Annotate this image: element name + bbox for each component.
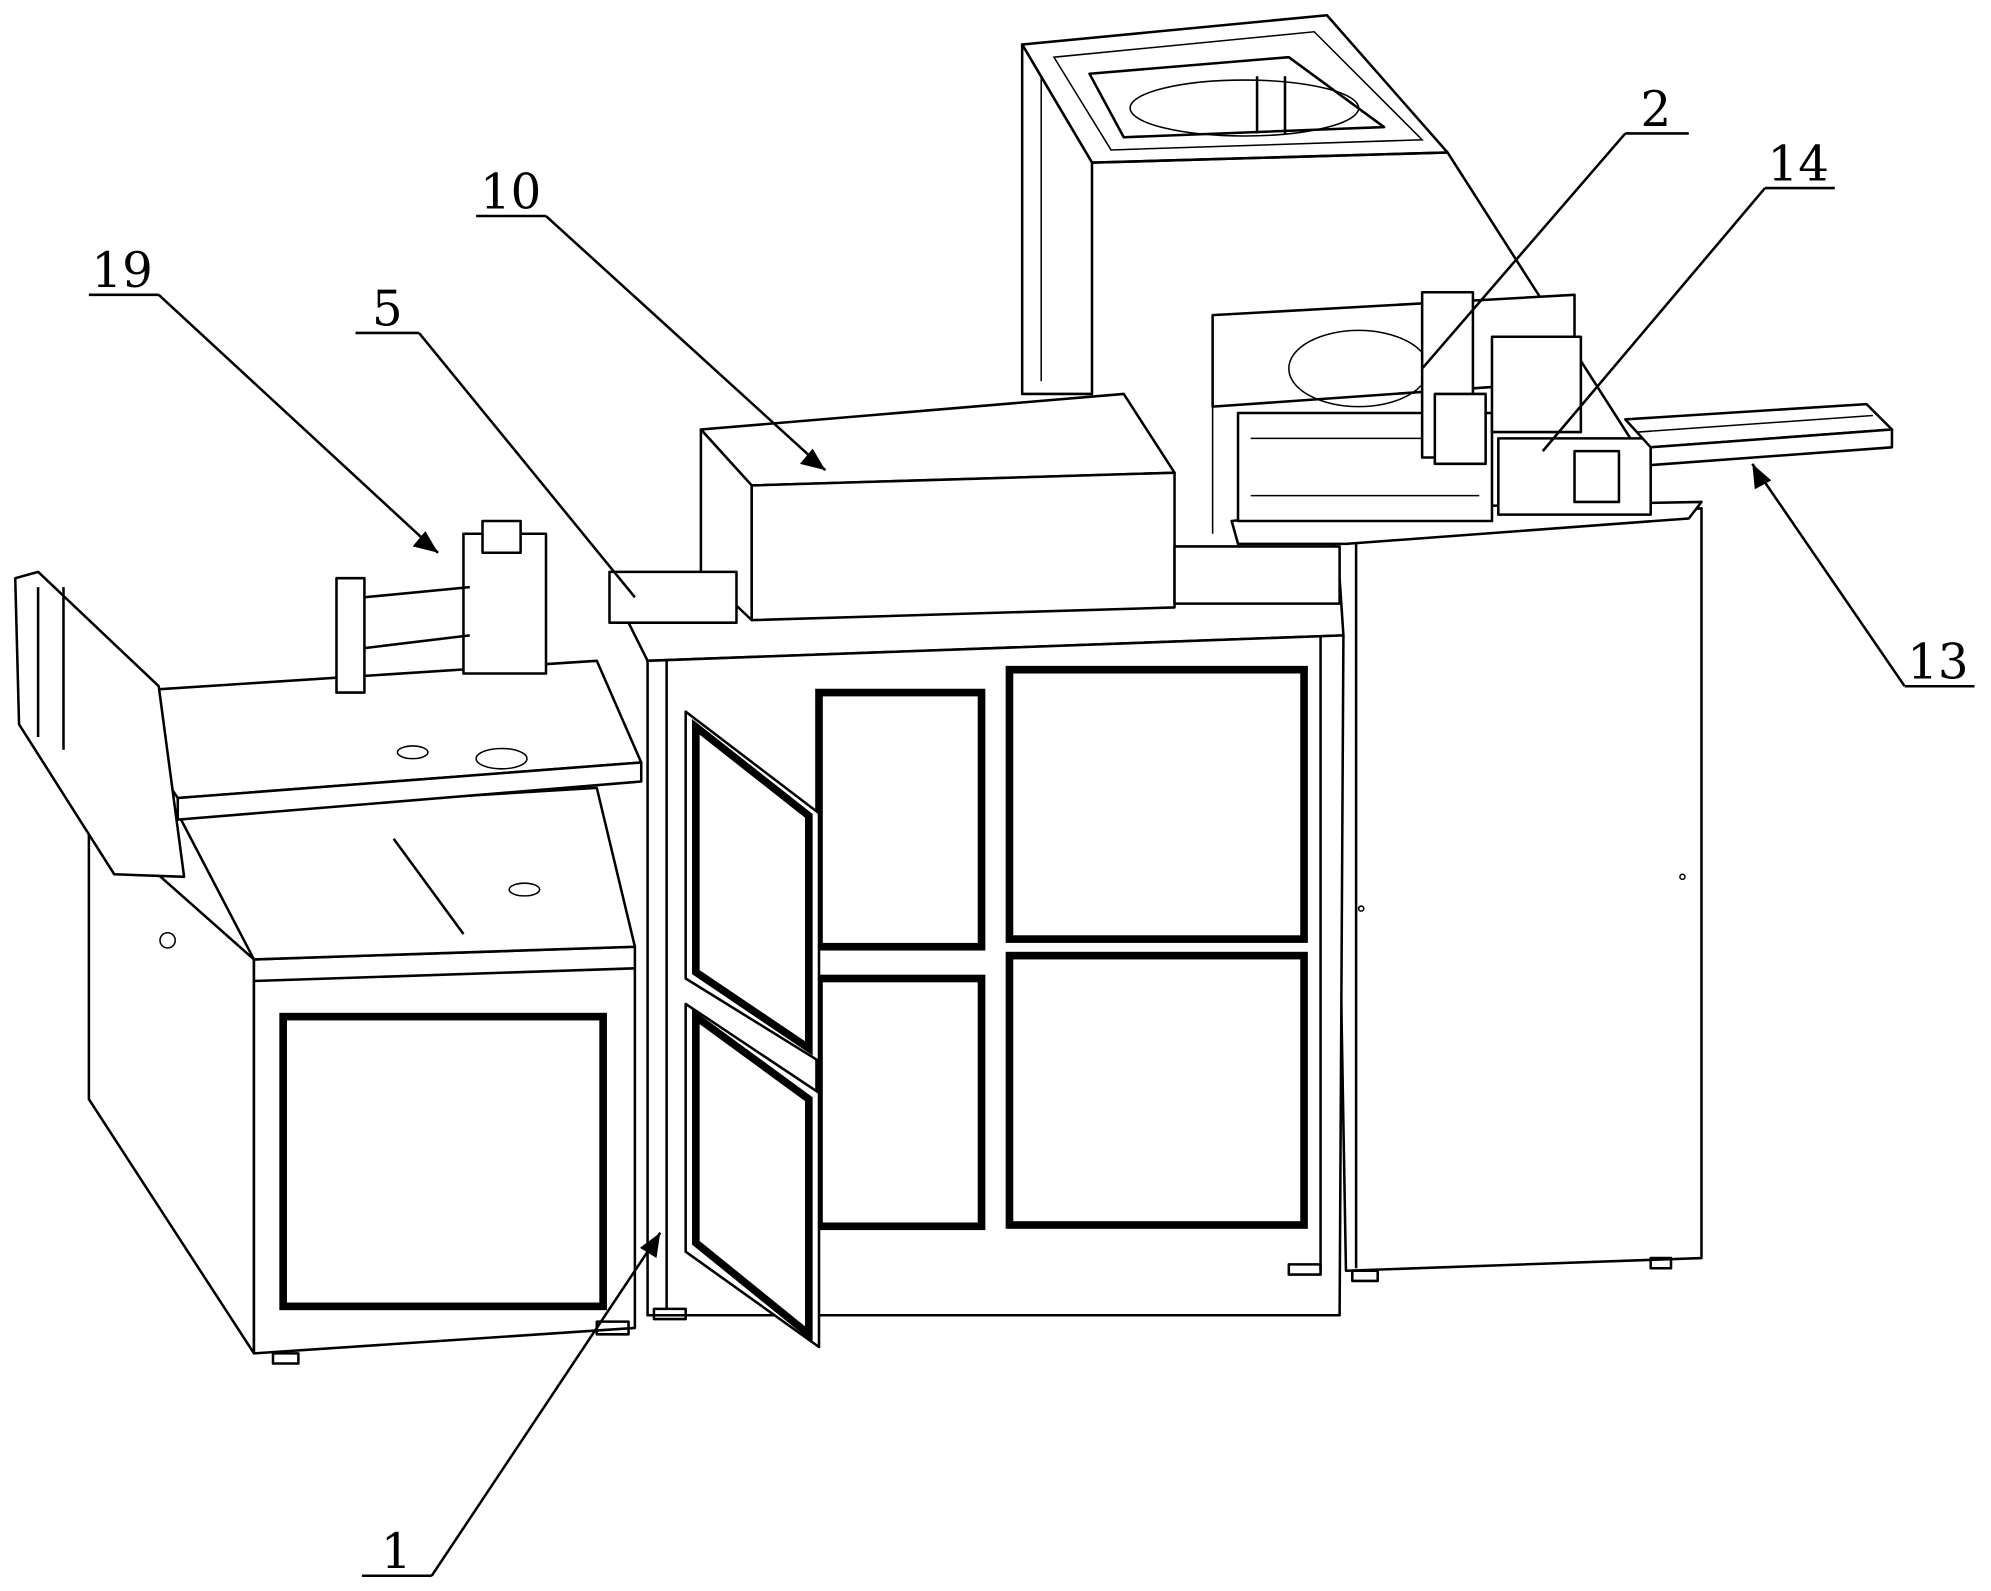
feed-mechanism (1236, 291, 1652, 523)
output-rail (1624, 402, 1894, 467)
callout-10: 10 (476, 164, 827, 472)
callout-14: 14 (1541, 136, 1835, 452)
middle-cabinet (614, 576, 1345, 1349)
callout-1: 1 (361, 1231, 662, 1580)
callout-5: 5 (355, 281, 636, 599)
label-14: 14 (1768, 136, 1829, 192)
label-1: 1 (381, 1524, 412, 1580)
label-2: 2 (1641, 82, 1672, 138)
work-table (13, 519, 738, 879)
label-10: 10 (480, 164, 541, 220)
label-5: 5 (372, 281, 403, 337)
label-19: 19 (91, 243, 152, 299)
left-cabinet (87, 786, 637, 1365)
label-13: 13 (1907, 635, 1968, 691)
hopper-tower (1020, 13, 1652, 534)
callout-19: 19 (88, 243, 439, 554)
callout-13: 13 (1751, 463, 1975, 691)
callout-2: 2 (1421, 82, 1689, 370)
